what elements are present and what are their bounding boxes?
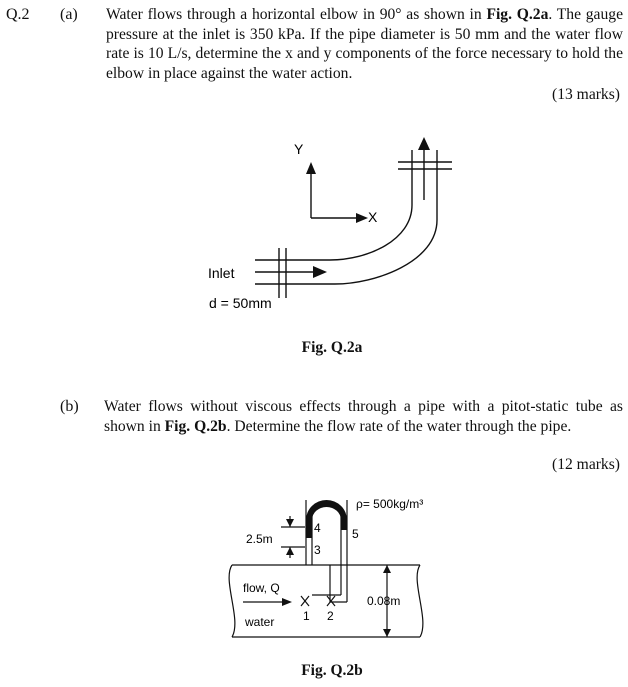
height-arrowhead-top (286, 519, 294, 527)
height-arrowhead-bottom (286, 547, 294, 555)
point-5-label: 5 (352, 527, 359, 541)
part-b-text: Water flows without viscous effects thro… (104, 397, 623, 436)
pipe-right-end (416, 564, 424, 638)
point-4-label: 4 (314, 521, 321, 535)
part-b-label: (b) (60, 398, 79, 415)
outlet-arrowhead (418, 137, 430, 150)
part-b-text-2: . Determine the flow rate of the water t… (226, 417, 572, 435)
figure-q2b: ρ= 500kg/m³ 2.5m 0.08m flow, Q water 1 2… (228, 497, 424, 638)
x-axis-arrowhead (356, 213, 368, 223)
question-number: Q.2 (6, 6, 30, 23)
pipe-left-end (228, 564, 236, 638)
height-label: 2.5m (246, 532, 273, 546)
part-a-label: (a) (60, 6, 78, 23)
part-a-fig-ref: Fig. Q.2a (486, 6, 549, 23)
part-a-text: Water flows through a horizontal elbow i… (106, 5, 623, 83)
y-axis-arrowhead (306, 162, 316, 174)
elbow-outer-wall (255, 150, 438, 285)
part-b-fig-ref: Fig. Q.2b (164, 417, 227, 435)
figure-q2a: Y X Inlet d = 50mm (208, 137, 452, 311)
inlet-label: Inlet (208, 265, 235, 281)
part-b-marks: (12 marks) (552, 456, 620, 473)
diameter-label-b: 0.08m (367, 594, 400, 608)
figure-q2a-caption: Fig. Q.2a (301, 339, 363, 356)
elbow-inner-wall (255, 150, 413, 261)
x-axis-label: X (368, 209, 378, 225)
point-2-label: 2 (327, 609, 334, 623)
flow-arrowhead (282, 598, 292, 606)
inlet-arrowhead (313, 266, 327, 278)
fluid-label: water (244, 615, 274, 629)
y-axis-label: Y (294, 141, 304, 157)
part-a-text-2: . The gauge pressure at the inlet is 350… (106, 6, 623, 82)
figure-q2b-caption: Fig. Q.2b (301, 662, 363, 679)
part-a-text-1: Water flows through a horizontal elbow i… (106, 6, 487, 23)
density-label: ρ= 500kg/m³ (356, 497, 423, 511)
diameter-label: d = 50mm (209, 295, 272, 311)
point-1-label: 1 (303, 609, 310, 623)
point-3-label: 3 (314, 543, 321, 557)
diameter-arrowhead-top (383, 565, 391, 573)
diameter-arrowhead-bottom (383, 629, 391, 637)
part-b-text-1: Water flows without viscous effects thro… (104, 398, 623, 435)
part-a-marks: (13 marks) (552, 86, 620, 103)
manometer-fluid (306, 500, 347, 538)
flow-label: flow, Q (243, 581, 280, 595)
